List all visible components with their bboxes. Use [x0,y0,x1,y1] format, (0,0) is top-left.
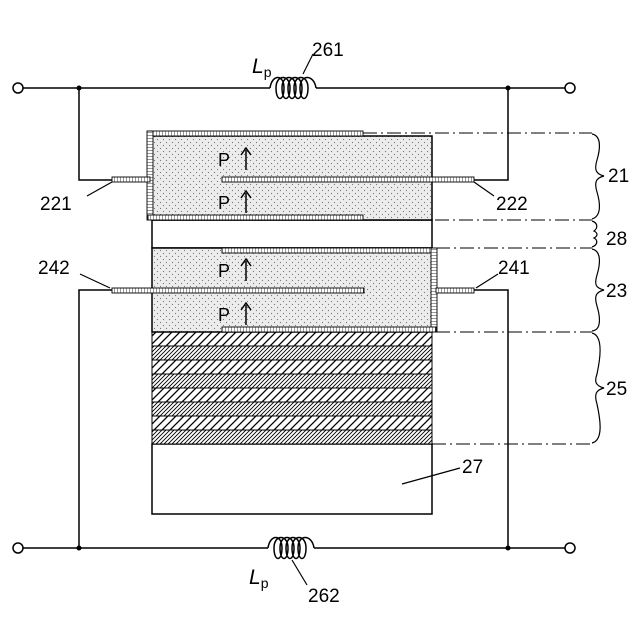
inductor-ref-top: 261 [312,40,344,61]
brace-28 [592,221,597,247]
electrode-top-221 [148,131,363,136]
electrode-mid-222 [222,177,474,182]
terminal-top-right[interactable] [565,83,575,93]
polarization-label: P [218,305,230,325]
ref-23: 23 [606,281,627,302]
ref-21: 21 [608,166,629,187]
acoustic-mirror-layer [152,374,432,388]
acoustic-mirror-layer [152,388,432,402]
terminal-bottom-right[interactable] [565,543,575,553]
electrode-mid-242 [112,288,364,293]
inductor-coil-top [270,78,316,99]
ref-222: 222 [496,194,528,215]
inductor-coil-bottom [268,538,314,559]
acoustic-mirror-layer [152,346,432,360]
acoustic-mirror-layer [152,402,432,416]
substrate-layer-27 [152,444,432,514]
braces: 21 28 23 25 [592,134,629,443]
decoupling-layer-28 [152,220,432,248]
polarization-label: P [218,261,230,281]
ref-28: 28 [606,229,627,250]
ref-221: 221 [40,194,72,215]
ref-27: 27 [462,457,483,478]
acoustic-mirror-layer [152,416,432,430]
polarization-label: P [218,150,230,170]
electrode-bottom-221 [148,215,363,220]
acoustic-mirror-layer [152,360,432,374]
electrode-tab-221 [112,177,150,182]
electrode-bottom-241 [222,327,436,332]
inductor-label-bottom: Lp [249,566,269,591]
inductor-label-top: Lp [252,55,272,80]
brace-23 [592,249,604,331]
ref-25: 25 [606,379,627,400]
ref-241: 241 [498,258,530,279]
layer-stack [152,136,432,514]
electrode-top-241 [222,248,436,253]
inductor-ref-bottom: 262 [308,586,340,607]
acoustic-mirror-layer [152,430,432,444]
brace-25 [592,333,604,443]
terminal-bottom-left[interactable] [13,543,23,553]
polarization-label: P [218,193,230,213]
electrode-tab-241 [436,288,474,293]
terminal-top-left[interactable] [13,83,23,93]
electrode-connector-221 [147,131,153,220]
brace-21 [592,134,604,219]
ref-242: 242 [38,258,70,279]
acoustic-mirror-layer [152,332,432,346]
